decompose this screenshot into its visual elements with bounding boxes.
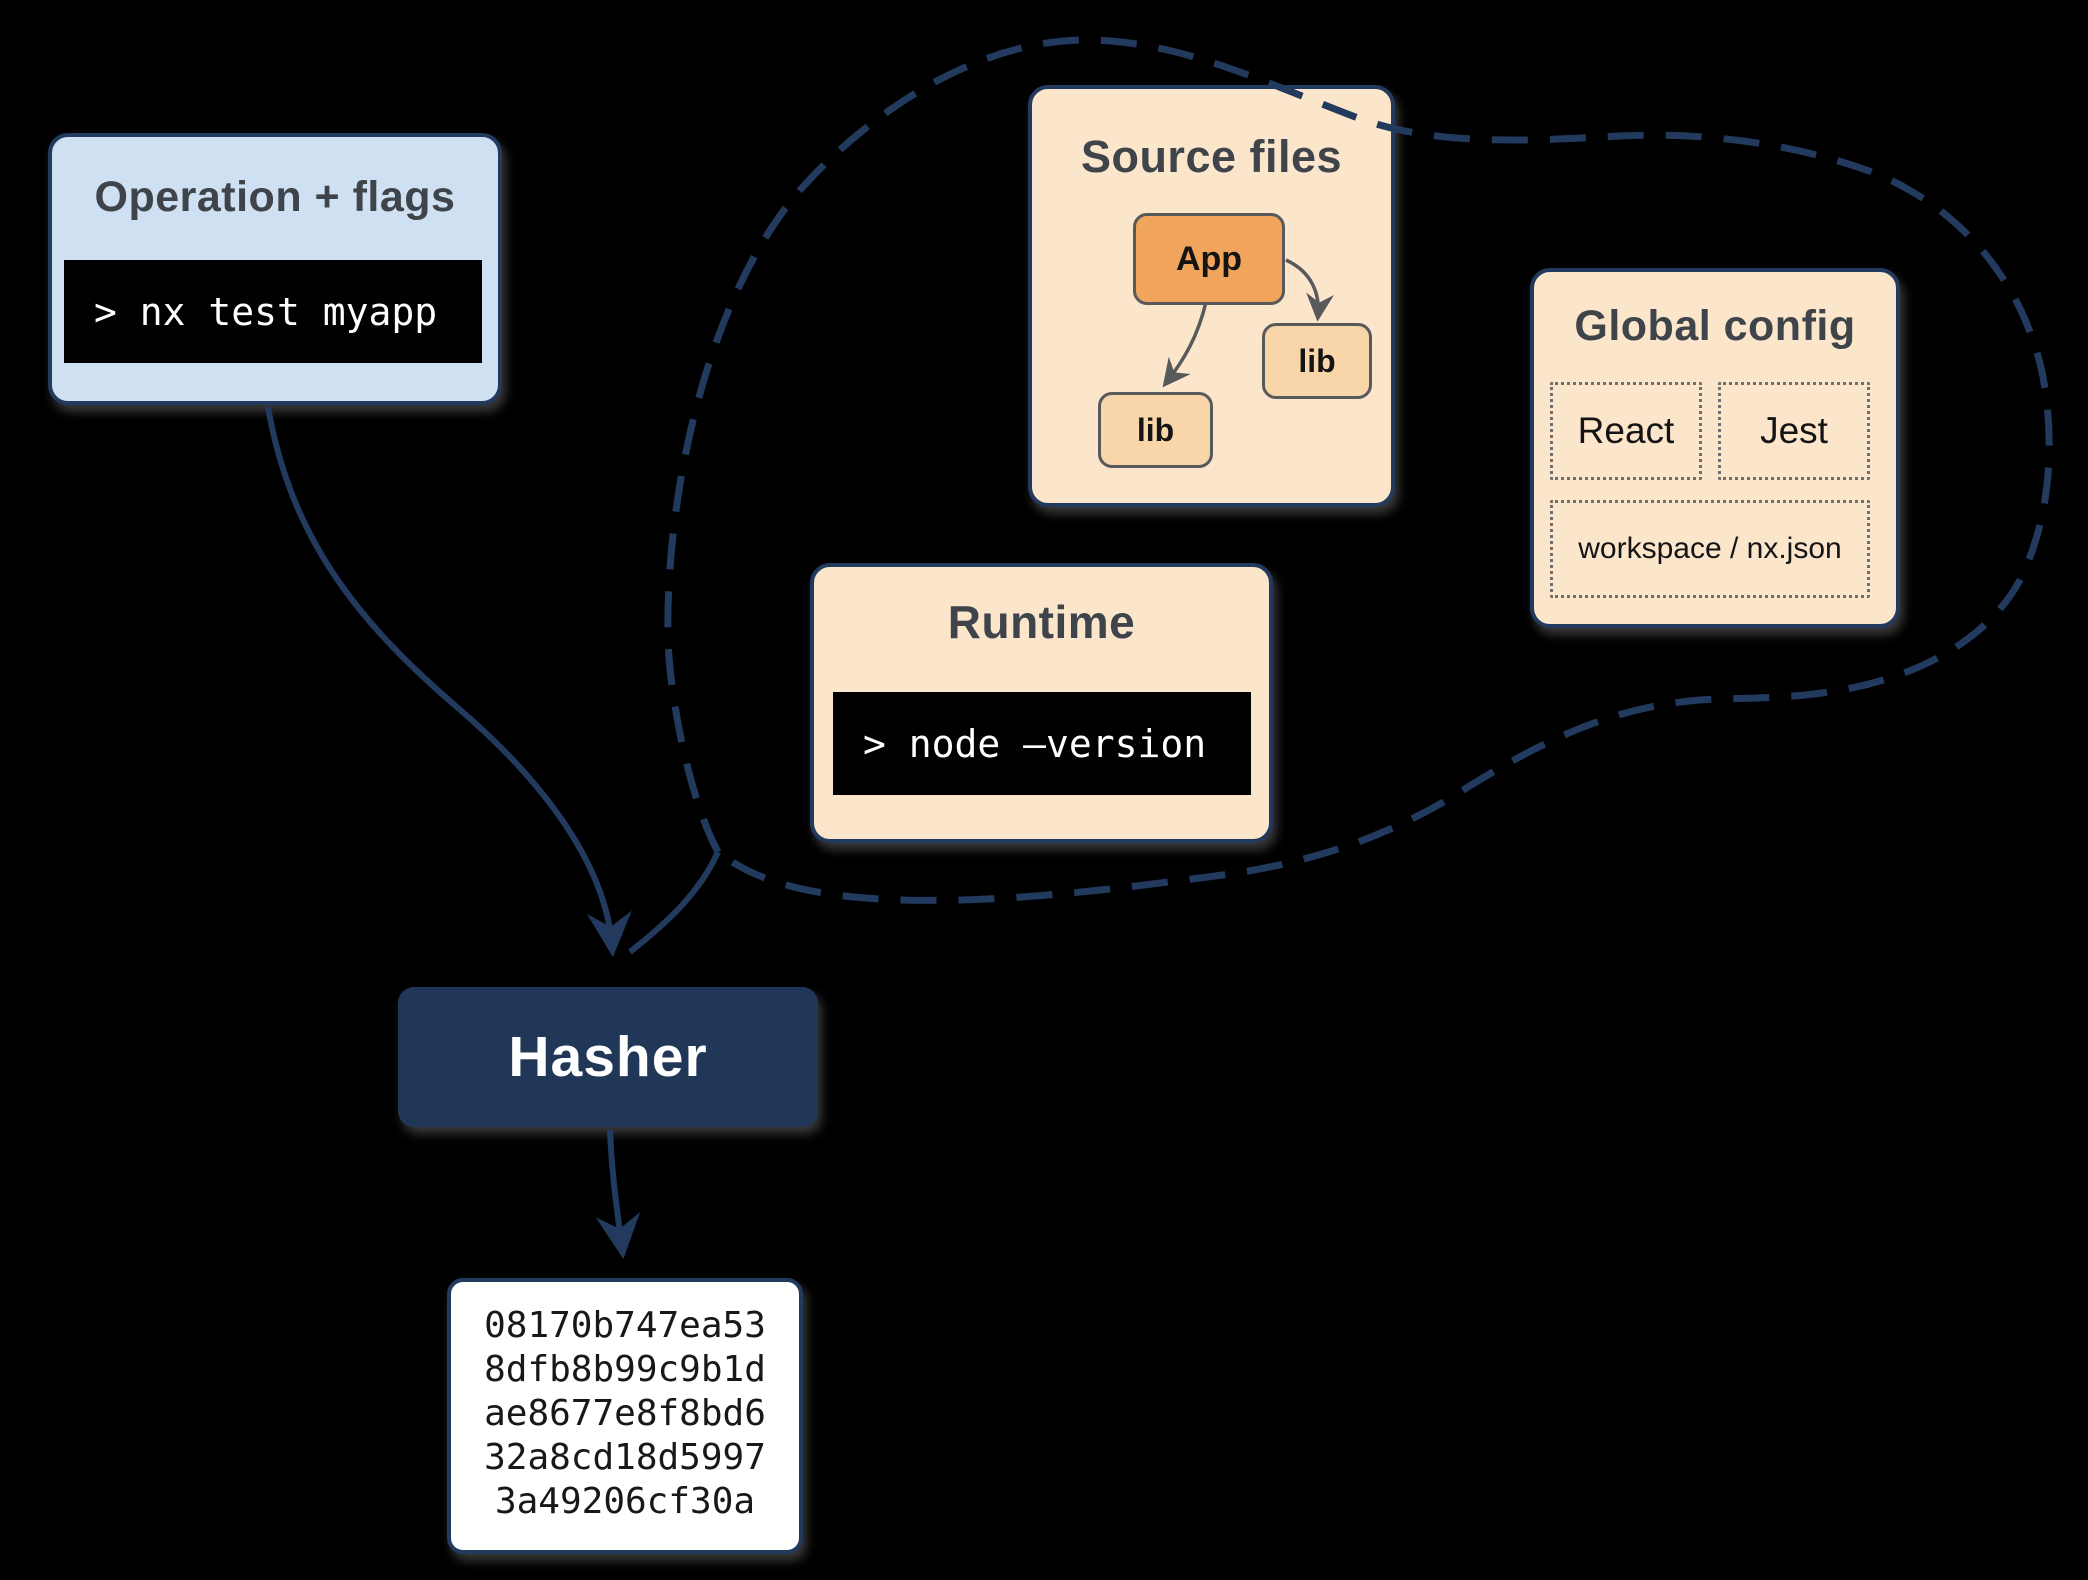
hasher-box: Hasher — [398, 987, 818, 1127]
operation-flags-box: Operation + flags > nx test myapp — [48, 133, 502, 405]
config-item-react: React — [1550, 382, 1702, 480]
runtime-box: Runtime > node –version — [810, 563, 1273, 843]
runtime-title: Runtime — [947, 596, 1136, 648]
config-item-workspace: workspace / nx.json — [1550, 500, 1870, 598]
hash-line: 3a49206cf30a — [494, 1481, 756, 1522]
hasher-label: Hasher — [508, 1025, 708, 1089]
cloud-to-hasher-arrow — [628, 850, 721, 955]
config-item-jest: Jest — [1718, 382, 1870, 480]
operation-terminal: > nx test myapp — [64, 260, 482, 363]
runtime-terminal: > node –version — [833, 692, 1251, 795]
source-files-title: Source files — [1080, 131, 1343, 182]
operation-flags-title: Operation + flags — [94, 173, 456, 221]
lib-node-left: lib — [1098, 392, 1213, 468]
app-node: App — [1133, 213, 1285, 305]
source-files-box: Source files App lib lib — [1028, 85, 1395, 507]
hash-output-box: 08170b747ea53 8dfb8b99c9b1d ae8677e8f8bd… — [447, 1278, 803, 1554]
hash-line: 32a8cd18d5997 — [484, 1437, 766, 1478]
global-config-box: Global config React Jest workspace / nx.… — [1530, 268, 1900, 628]
hasher-to-hash-arrow — [595, 1129, 641, 1260]
global-config-title: Global config — [1574, 302, 1856, 350]
operation-to-hasher-arrow — [265, 406, 632, 958]
hash-line: ae8677e8f8bd6 — [484, 1393, 766, 1434]
hash-line: 08170b747ea53 — [484, 1305, 766, 1346]
hash-line: 8dfb8b99c9b1d — [484, 1349, 766, 1390]
lib-node-right: lib — [1262, 323, 1372, 399]
